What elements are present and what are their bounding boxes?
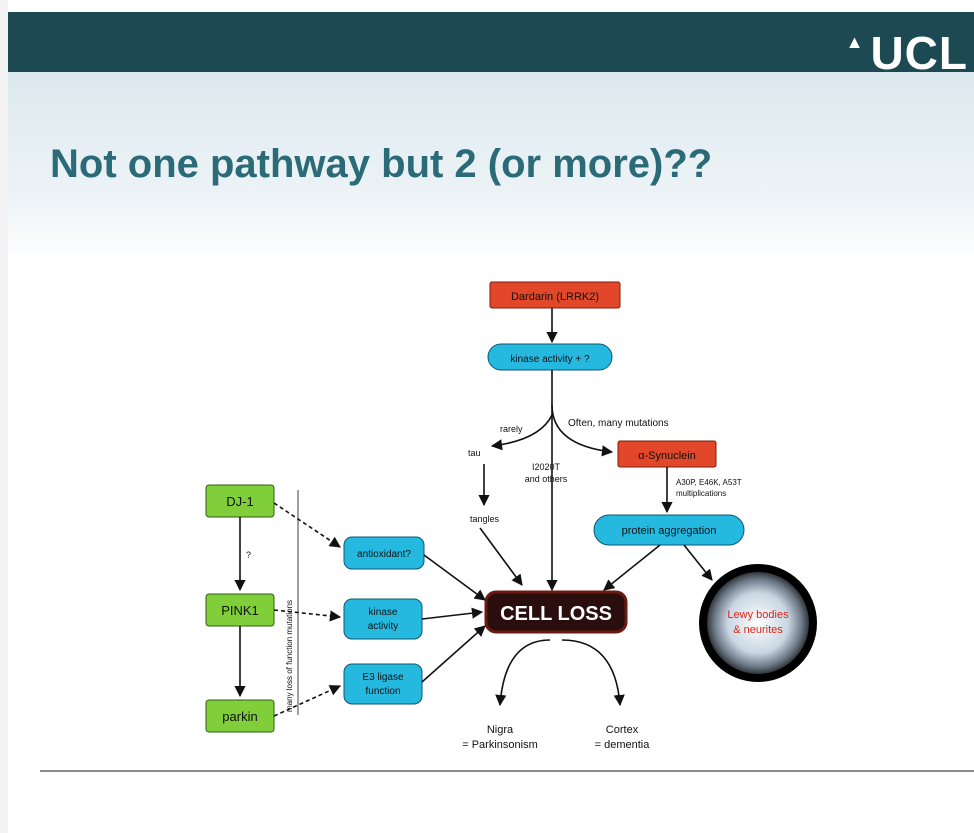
node-lewy-label-2: & neurites xyxy=(733,624,783,636)
node-parkin-label: parkin xyxy=(222,709,257,724)
logo-triangle-icon: ▲ xyxy=(845,32,865,52)
label-g2019s-2: and others xyxy=(525,474,568,484)
label-question: ? xyxy=(246,550,251,560)
node-pink1-label: PINK1 xyxy=(221,603,259,618)
node-cell-loss xyxy=(484,590,628,634)
label-tangles: tangles xyxy=(470,514,500,524)
node-kinase-activity xyxy=(343,598,423,640)
node-kinase-activity-label-1: kinase xyxy=(369,607,398,618)
node-kinase xyxy=(487,343,613,371)
footer-divider xyxy=(40,770,974,772)
slide-title: Not one pathway but 2 (or more)?? xyxy=(50,142,713,186)
logo-text: UCL xyxy=(870,27,968,79)
node-lewy-label-1: Lewy bodies xyxy=(727,609,789,621)
node-dj1-label: DJ-1 xyxy=(226,494,253,509)
node-protein-aggregation-label: protein aggregation xyxy=(622,525,717,537)
title-area xyxy=(8,72,974,262)
node-e3-ligase xyxy=(343,663,423,705)
label-tau: tau xyxy=(468,448,481,458)
label-loss-of-function: many loss of function mutations xyxy=(285,600,294,712)
label-cortex-2: = dementia xyxy=(595,739,651,751)
node-e3-ligase-label-2: function xyxy=(365,686,400,697)
label-a53t-2: multiplications xyxy=(676,489,726,498)
node-dardarin xyxy=(489,281,621,309)
label-rarely: rarely xyxy=(500,424,523,434)
pathway-diagram: Dardarin (LRRK2) kinase activity + ? α-S… xyxy=(205,281,817,751)
node-lewy-bodies xyxy=(699,564,817,682)
label-nigra-1: Nigra xyxy=(487,724,514,736)
node-antioxidant xyxy=(343,536,425,570)
node-dardarin-label: Dardarin (LRRK2) xyxy=(511,291,599,303)
label-cortex-1: Cortex xyxy=(606,724,639,736)
node-kinase-activity-label-2: activity xyxy=(368,621,399,632)
node-kinase-label: kinase activity + ? xyxy=(510,354,590,365)
diagram-arrows xyxy=(234,308,713,717)
label-nigra-2: = Parkinsonism xyxy=(462,739,538,751)
node-antioxidant-label: antioxidant? xyxy=(357,549,411,560)
header-band: ▲UCL xyxy=(8,12,974,79)
node-synuclein-label: α-Synuclein xyxy=(638,450,696,462)
label-g2019s-1: I2020T xyxy=(532,462,561,472)
node-e3-ligase-label-1: E3 ligase xyxy=(362,672,404,683)
label-often: Often, many mutations xyxy=(568,418,669,429)
ucl-logo: ▲UCL xyxy=(846,26,968,80)
label-a53t-1: A30P, E46K, A53T xyxy=(676,478,742,487)
node-protein-aggregation xyxy=(593,514,745,546)
slide-left-edge xyxy=(0,0,8,833)
node-cell-loss-label: CELL LOSS xyxy=(500,603,612,625)
